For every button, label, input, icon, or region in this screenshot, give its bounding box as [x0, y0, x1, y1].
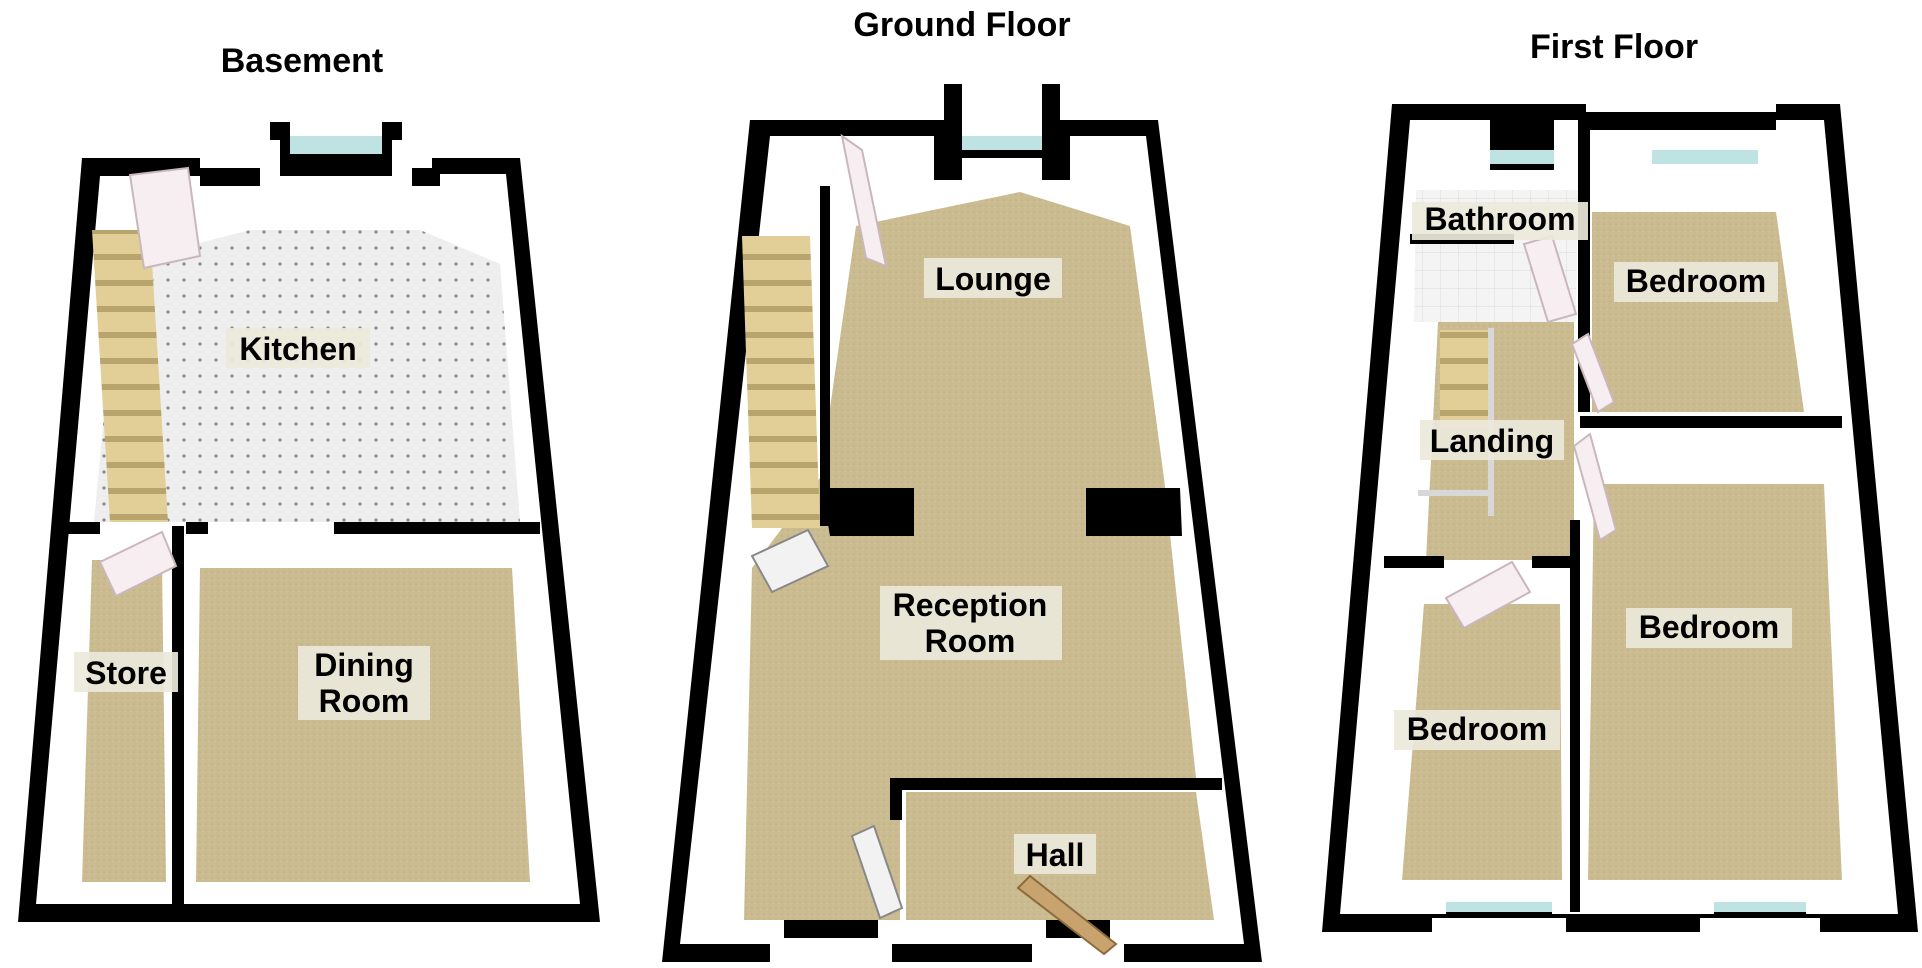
first-floor — [1322, 104, 1918, 932]
ground-floor — [662, 84, 1262, 962]
banister-rail — [1418, 490, 1492, 496]
dining-room-floor — [196, 568, 530, 882]
reception-wall-right — [1086, 488, 1182, 536]
store-floor — [82, 560, 166, 882]
dining-wall-stub — [186, 522, 208, 534]
ground-stairs — [742, 236, 820, 528]
hall-wall-top — [890, 778, 1222, 790]
basement-stairs — [92, 230, 168, 522]
bedroom3-window — [1446, 902, 1552, 912]
lounge-floor — [820, 192, 1164, 478]
room-label-hall: Hall — [1026, 837, 1085, 873]
label-bg-bedroom2 — [1626, 608, 1792, 648]
lounge-window — [962, 136, 1042, 150]
label-bg-kitchen — [226, 328, 370, 368]
label-bg-bedroom3 — [1394, 710, 1560, 750]
label-bg-reception — [880, 586, 1062, 660]
floor-title-ground: Ground Floor — [853, 6, 1070, 44]
basement-floor — [18, 122, 600, 922]
bedroom3-wall-top — [1384, 556, 1444, 568]
label-bg-bathroom — [1412, 202, 1588, 240]
stair-side-wall — [820, 186, 830, 526]
room-label-store: Store — [85, 655, 167, 691]
bedroom1-window — [1652, 150, 1758, 164]
kitchen-door — [128, 166, 202, 270]
bedroom-divider-wall — [1580, 416, 1842, 428]
label-bg-landing — [1420, 420, 1564, 460]
room-label-reception-line2: Room — [925, 623, 1016, 659]
reception-floor — [744, 478, 1196, 920]
label-bg-bedroom1 — [1614, 262, 1778, 302]
store-wall-top — [60, 522, 100, 534]
floor-title-basement: Basement — [221, 42, 384, 80]
room-label-bedroom1: Bedroom — [1626, 263, 1766, 299]
label-bg-dining — [298, 646, 430, 720]
kitchen-window — [290, 136, 382, 154]
radiator-icon — [850, 824, 904, 920]
room-label-bathroom: Bathroom — [1424, 201, 1575, 237]
dining-wall-top — [334, 522, 540, 534]
bedroom2-window — [1714, 902, 1806, 912]
label-bg-lounge — [924, 258, 1062, 298]
bedroom1-floor — [1592, 212, 1804, 412]
room-label-lounge: Lounge — [935, 261, 1051, 297]
label-bg-store — [74, 652, 178, 692]
bedroom1-door — [1570, 332, 1616, 414]
reception-wall-left — [822, 488, 914, 536]
label-bg-hall — [1014, 834, 1096, 874]
room-label-bedroom2: Bedroom — [1639, 609, 1779, 645]
bedroom3-door — [1444, 560, 1532, 630]
bathroom-window — [1490, 150, 1554, 164]
lounge-door — [840, 133, 888, 268]
floor-title-first: First Floor — [1530, 28, 1698, 66]
room-label-reception-line1: Reception — [893, 587, 1048, 623]
room-label-kitchen: Kitchen — [239, 331, 356, 367]
room-label-dining-line2: Room — [319, 683, 410, 719]
first-stairs — [1440, 330, 1492, 428]
room-label-landing: Landing — [1430, 423, 1554, 459]
room-label-dining-line1: Dining — [314, 647, 414, 683]
hall-wall-stub — [890, 778, 902, 820]
radiator-icon — [750, 528, 830, 594]
bedroom2-door — [1572, 432, 1618, 542]
room-label-bedroom3: Bedroom — [1407, 711, 1547, 747]
store-wall-vertical — [172, 526, 184, 904]
bedroom3-wall-top-right — [1532, 556, 1576, 568]
bedroom2-floor — [1588, 484, 1842, 880]
kitchen-floor — [94, 230, 520, 522]
store-door — [98, 530, 178, 598]
landing-bedroom-wall — [1570, 520, 1580, 912]
front-door — [1016, 874, 1118, 956]
